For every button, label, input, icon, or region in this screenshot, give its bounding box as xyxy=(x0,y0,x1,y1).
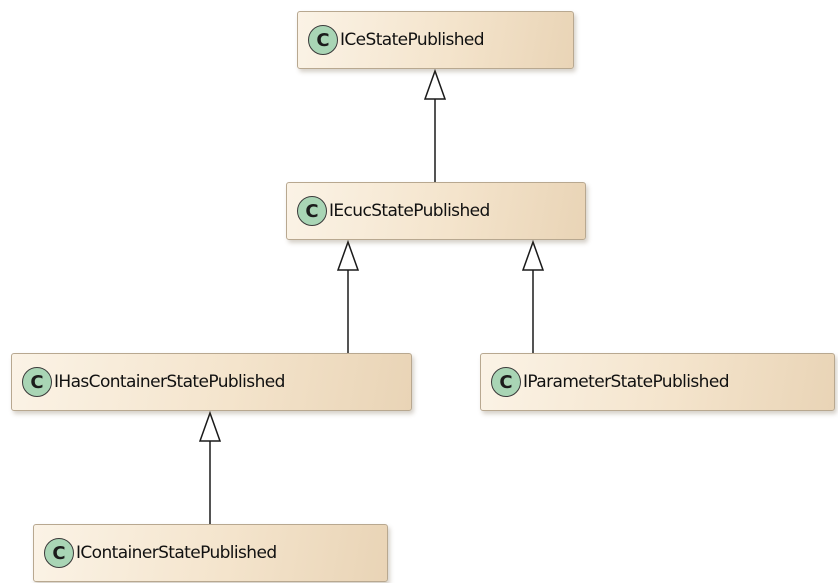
class-stereotype-icon: C xyxy=(491,367,521,397)
edge-icontain-to-ihas xyxy=(198,410,222,524)
class-name: IEcucStatePublished xyxy=(329,201,490,221)
class-name: IParameterStatePublished xyxy=(523,372,730,392)
class-box-ihascontainerstatepublished[interactable]: C IHasContainerStatePublished xyxy=(11,353,412,411)
edge-ihas-to-iecuc xyxy=(336,239,360,353)
class-box-iecucstatepublished[interactable]: C IEcucStatePublished xyxy=(286,182,586,240)
class-stereotype-icon: C xyxy=(22,367,52,397)
class-box-icontainerstatepublished[interactable]: C IContainerStatePublished xyxy=(33,524,388,582)
generalization-arrowhead xyxy=(521,239,545,271)
generalization-arrowhead xyxy=(198,410,222,442)
class-box-iparameterstatepublished[interactable]: C IParameterStatePublished xyxy=(480,353,835,411)
generalization-arrowhead xyxy=(423,68,447,100)
class-stereotype-icon: C xyxy=(308,25,338,55)
class-box-icestatepublished[interactable]: C ICeStatePublished xyxy=(297,11,574,69)
edge-iparam-to-iecuc xyxy=(521,239,545,353)
edge-iecuc-to-ice xyxy=(423,68,447,182)
class-stereotype-icon: C xyxy=(44,538,74,568)
class-stereotype-icon: C xyxy=(297,196,327,226)
generalization-arrowhead xyxy=(336,239,360,271)
class-name: IHasContainerStatePublished xyxy=(54,372,285,392)
class-name: IContainerStatePublished xyxy=(76,543,277,563)
class-name: ICeStatePublished xyxy=(340,30,485,50)
